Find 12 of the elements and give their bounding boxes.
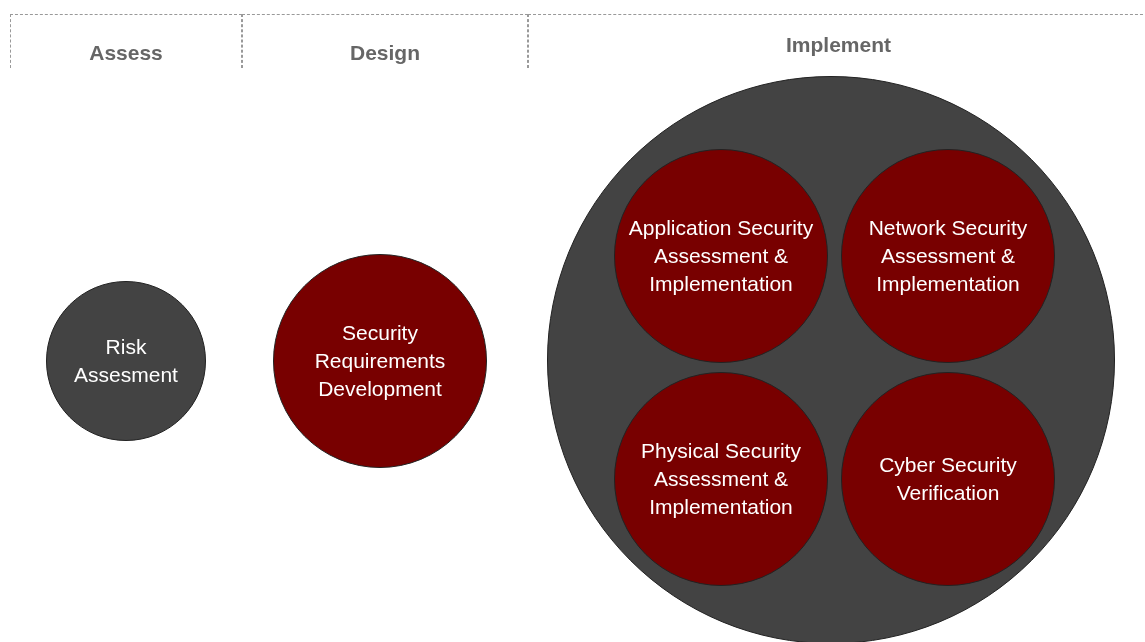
node-label: Network Security Assessment & Implementation: [867, 215, 1029, 297]
phase-label: Assess: [89, 41, 163, 65]
node-label: Risk Assesment: [73, 334, 179, 388]
phase-header-band: [10, 14, 242, 68]
phase-header-band: [528, 14, 1145, 68]
node-label: Security Requirements Development: [313, 320, 447, 402]
node-label: Physical Security Assessment & Implementation: [640, 438, 802, 520]
phase-label: Implement: [786, 33, 891, 57]
phase-header-band: [242, 14, 528, 68]
node-label: Cyber Security Verification: [878, 452, 1018, 506]
phase-label: Design: [350, 41, 420, 65]
node-label: Application Security Assessment & Implementation: [627, 215, 815, 297]
